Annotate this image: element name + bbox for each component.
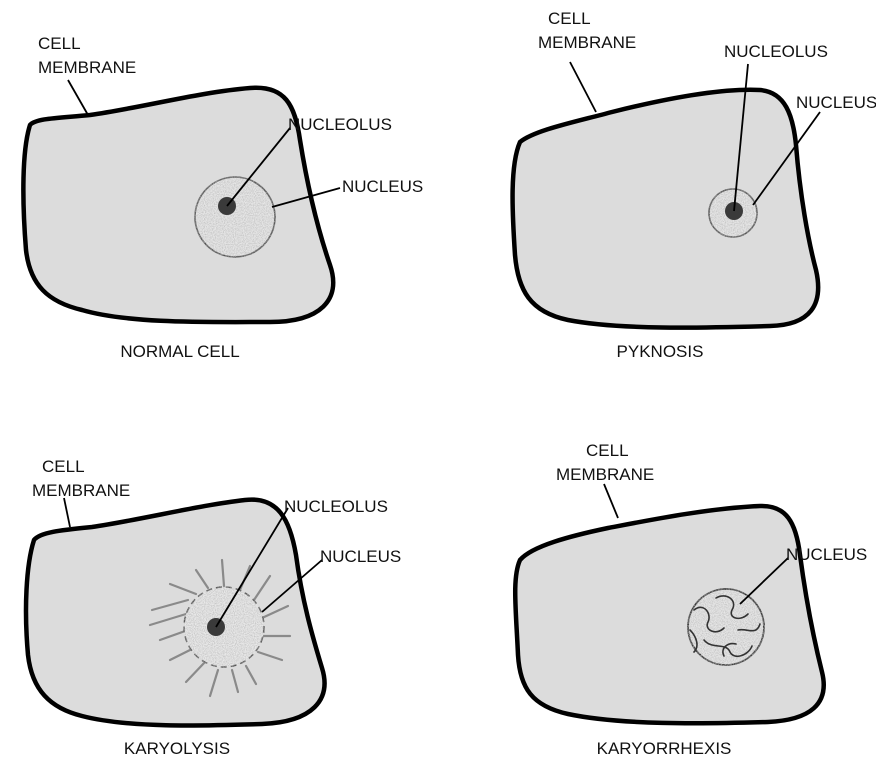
membrane-label-line1: CELL: [586, 441, 629, 460]
panel-karyorrhexis: CELL MEMBRANE NUCLEUS KARYORRHEXIS: [515, 441, 867, 758]
nucleolus-label: NUCLEOLUS: [724, 42, 828, 61]
panel-karyolysis: CELL MEMBRANE NUCLEOLUS NUCLEUS KARYOLYS…: [26, 457, 401, 758]
membrane-label-line1: CELL: [38, 34, 81, 53]
panel-normal-cell: CELL MEMBRANE NUCLEOLUS NUCLEUS NORMAL C…: [23, 34, 423, 361]
membrane-label-line1: CELL: [42, 457, 85, 476]
nucleolus-label: NUCLEOLUS: [288, 115, 392, 134]
nucleus-label: NUCLEUS: [796, 93, 876, 112]
nucleolus-label: NUCLEOLUS: [284, 497, 388, 516]
nucleus: [688, 589, 764, 665]
membrane-leader: [604, 484, 618, 518]
panel-caption: NORMAL CELL: [120, 342, 239, 361]
nucleus-label: NUCLEUS: [320, 547, 401, 566]
nucleus-label: NUCLEUS: [786, 545, 867, 564]
cell-membrane: [515, 506, 824, 723]
membrane-label-line2: MEMBRANE: [556, 465, 654, 484]
cell-membrane: [26, 500, 325, 726]
fragmented-nucleus: [688, 589, 764, 665]
membrane-label-line2: MEMBRANE: [38, 58, 136, 77]
panel-caption: KARYOLYSIS: [124, 739, 230, 758]
membrane-label-line1: CELL: [548, 9, 591, 28]
nucleus-label: NUCLEUS: [342, 177, 423, 196]
cell-membrane: [23, 88, 333, 322]
nucleus: [195, 177, 275, 257]
membrane-leader: [68, 80, 88, 115]
membrane-leader: [64, 498, 70, 527]
panel-caption: PYKNOSIS: [617, 342, 704, 361]
membrane-leader: [570, 62, 596, 112]
membrane-label-line2: MEMBRANE: [32, 481, 130, 500]
panel-pyknosis: CELL MEMBRANE NUCLEOLUS NUCLEUS PYKNOSIS: [513, 9, 876, 361]
panel-caption: KARYORRHEXIS: [597, 739, 732, 758]
cell-membrane: [513, 90, 819, 328]
membrane-label-line2: MEMBRANE: [538, 33, 636, 52]
